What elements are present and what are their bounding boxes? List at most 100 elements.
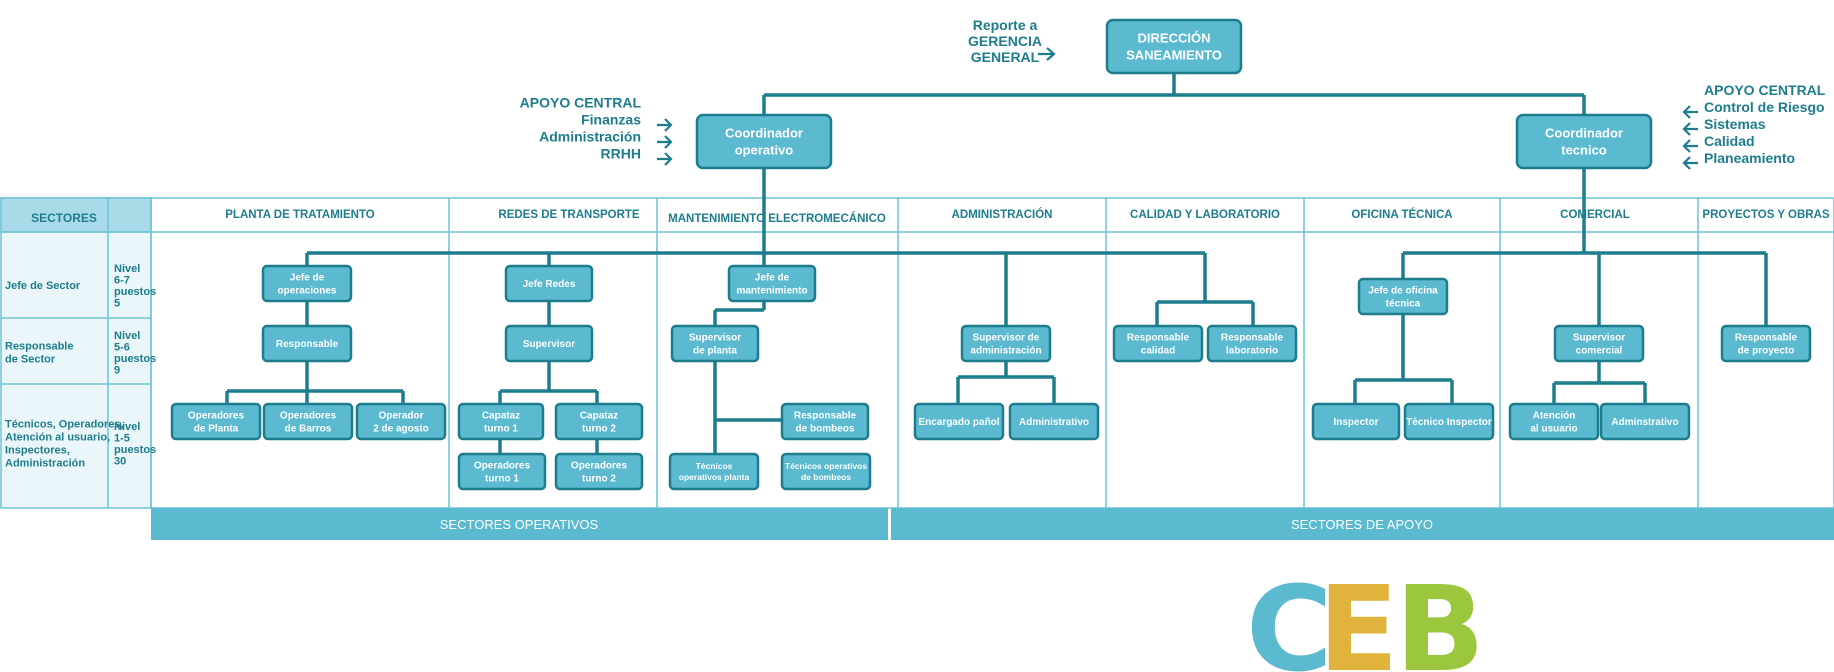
box-tec-bombeos-label-line: de bombeos	[801, 472, 851, 482]
apoyo-central-right-line: APOYO CENTRAL	[1704, 82, 1826, 98]
row-label-1: Jefe de Sector	[5, 280, 81, 292]
box-supervisor-shape	[504, 324, 594, 363]
box-resp-lab-label-line: Responsable	[1221, 333, 1284, 344]
box-adminstrativo-shape	[1599, 402, 1691, 441]
box-capataz2-shape	[554, 402, 644, 441]
box-operadores2-shape	[554, 452, 644, 491]
box-operadores1-label: Operadores turno 1	[474, 461, 531, 485]
box-sup-comercial-label-line: Supervisor	[1573, 333, 1625, 344]
row-label-3-line: Técnicos, Operadores,	[5, 419, 124, 431]
box-administrativo-label: Administrativo	[1019, 417, 1089, 428]
apoyo-central-right-line: Calidad	[1704, 133, 1755, 149]
box-responsable-shape	[261, 324, 353, 363]
box-adminstrativo-label-line: Adminstrativo	[1611, 417, 1678, 428]
box-inspector: Inspector	[1311, 402, 1401, 441]
box-responsable-label: Responsable	[276, 339, 339, 350]
box-operadores1: Operadores turno 1	[457, 452, 547, 491]
box-op-planta-label-line: Operadores	[188, 411, 245, 422]
column-header-6: OFICINA TÉCNICA	[1351, 208, 1452, 221]
box-tec-inspector: Técnico Inspector	[1403, 402, 1495, 441]
box-operadores2-label-line: Operadores	[571, 461, 628, 472]
logo-letter-c: C	[1246, 560, 1333, 672]
box-encargado-label-line: Encargado pañol	[918, 417, 999, 428]
row-label-2-line: de Sector	[5, 354, 56, 366]
box-resp-lab-shape	[1206, 324, 1298, 363]
box-atencion-label-line: Atención	[1533, 411, 1576, 422]
band-operativos	[151, 508, 888, 540]
box-jefe-op-label-line: Jefe de	[290, 273, 325, 284]
row-nivel-2-line: puestos	[114, 353, 156, 365]
box-op-agosto-label-line: Operador	[378, 411, 423, 422]
logo-letter-e: E	[1318, 560, 1399, 672]
box-atencion-label: Atención al usuario	[1530, 411, 1577, 435]
apoyo-central-left-line: Finanzas	[581, 112, 641, 128]
box-capataz1-label-line: Capataz	[482, 411, 520, 422]
box-op-planta-shape	[170, 402, 262, 441]
apoyo-central-left-line: APOYO CENTRAL	[520, 95, 642, 111]
box-sup-admin-label-line: administración	[970, 346, 1041, 357]
row-nivel-3-line: puestos	[114, 444, 156, 456]
arrow-sistemas-icon	[1682, 122, 1698, 136]
row-label-3: Técnicos, Operadores,Atención al usuario…	[5, 419, 124, 470]
box-adminstrativo: Adminstrativo	[1599, 402, 1691, 441]
box-direction-shape	[1105, 18, 1243, 75]
box-jefe-mant-label-line: Jefe de	[755, 273, 790, 284]
box-tec-planta-shape	[668, 452, 760, 491]
arrow-control-riesgo-icon	[1682, 105, 1698, 119]
box-operadores2-label-line: turno 2	[582, 474, 616, 485]
box-tec-inspector-label: Técnico Inspector	[1406, 417, 1492, 428]
box-coord-tec-shape	[1515, 113, 1653, 170]
box-tec-inspector-label-line: Técnico Inspector	[1406, 417, 1492, 428]
ceb-logo: C E B	[1246, 560, 1485, 672]
box-jefe-oficina-label-line: técnica	[1386, 299, 1421, 310]
box-atencion-label-line: al usuario	[1530, 424, 1577, 435]
box-supervisor-label-line: Supervisor	[523, 339, 575, 350]
row-nivel-2-line: 5-6	[114, 341, 130, 353]
box-operadores1-label-line: turno 1	[485, 474, 519, 485]
box-sup-planta-label-line: Supervisor	[689, 333, 741, 344]
box-capataz2-label-line: Capataz	[580, 411, 618, 422]
box-tec-planta-label-line: Técnicos	[696, 461, 733, 471]
band-apoyo-label: SECTORES DE APOYO	[1291, 517, 1433, 532]
row-nivel-2-line: 9	[114, 364, 120, 376]
box-responsable: Responsable	[261, 324, 353, 363]
box-resp-calidad-label-line: calidad	[1141, 346, 1175, 357]
box-operadores1-label-line: Operadores	[474, 461, 531, 472]
row-nivel-3-line: 1-5	[114, 432, 130, 444]
row-nivel-3-line: Nivel	[114, 421, 140, 433]
report-gerencia-line: GERENCIA	[968, 33, 1042, 49]
box-resp-proyecto-label-line: de proyecto	[1738, 346, 1795, 357]
row-nivel-1-line: 5	[114, 297, 120, 309]
box-coord-op-shape	[695, 113, 833, 170]
box-resp-bombeos-label-line: Responsable	[794, 411, 857, 422]
row-nivel-3-line: 30	[114, 455, 126, 467]
band-apoyo	[891, 508, 1834, 540]
box-tec-inspector-shape	[1403, 402, 1495, 441]
apoyo-central-right-line: Control de Riesgo	[1704, 99, 1825, 115]
row-label-3-line: Atención al usuario,	[5, 432, 110, 444]
box-sup-admin-shape	[960, 324, 1052, 363]
